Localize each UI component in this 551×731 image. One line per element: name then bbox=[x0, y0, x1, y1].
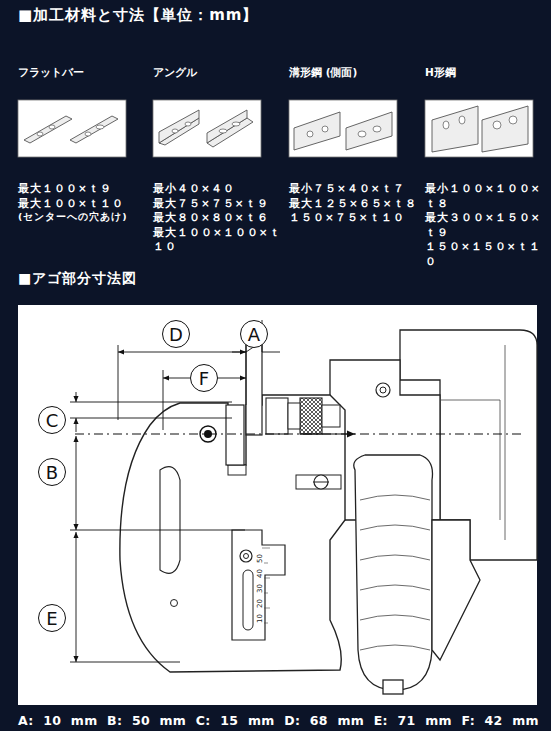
callout-letter: F bbox=[199, 368, 209, 389]
spec-text: 最小４０×４０ bbox=[153, 181, 281, 196]
spec-text: 最大１２５×６５×ｔ８ bbox=[289, 196, 417, 211]
spec-text: (センターへの穴あけ) bbox=[18, 210, 146, 225]
scale-number: 30 bbox=[256, 583, 264, 594]
dimension-callout: A bbox=[240, 320, 268, 348]
spec-text: 最大１００×ｔ１０ bbox=[18, 196, 146, 211]
spec-text: 最大１００×１００×ｔ１０ bbox=[153, 225, 281, 254]
scale-number: 40 bbox=[256, 568, 264, 579]
dimension-callout: E bbox=[38, 604, 66, 632]
spec-text: 最大８０×８０×ｔ６ bbox=[153, 210, 281, 225]
callout-letter: D bbox=[169, 324, 183, 345]
dimension-callout: D bbox=[162, 320, 190, 348]
scale-number: 10 bbox=[256, 613, 264, 624]
material-name: H形鋼 bbox=[425, 66, 456, 80]
scale-number: 50 bbox=[256, 553, 264, 564]
callout-letter: E bbox=[46, 608, 57, 629]
spec-column: 最大１００×ｔ９最大１００×ｔ１０(センターへの穴あけ) bbox=[18, 181, 146, 225]
spec-text: １５０×７５×ｔ１０ bbox=[289, 210, 417, 225]
callout-letter: B bbox=[46, 462, 58, 483]
dimension-caption: A: 10 mm B: 50 mm C: 15 mm D: 68 mm E: 7… bbox=[18, 713, 539, 728]
dimension-callout: C bbox=[38, 406, 66, 434]
spec-text: 最大３００×１５０×ｔ９ bbox=[425, 210, 547, 239]
spec-text: 最小７５×４０×ｔ７ bbox=[289, 181, 417, 196]
dimension-callout: F bbox=[190, 364, 218, 392]
callout-letter: C bbox=[46, 410, 59, 431]
spec-column: 最小４０×４０最大７５×７５×ｔ９最大８０×８０×ｔ６最大１００×１００×ｔ１０ bbox=[153, 181, 281, 254]
dimension-callout: B bbox=[38, 458, 66, 486]
page-heading: ■加工材料と寸法【単位：mm】 bbox=[18, 6, 258, 25]
spec-text: 最大７５×７５×ｔ９ bbox=[153, 196, 281, 211]
scale-number: 20 bbox=[256, 598, 264, 609]
section-heading: ■アゴ部分寸法図 bbox=[18, 270, 137, 288]
spec-text: １５０×１５０×ｔ１０ bbox=[425, 239, 547, 268]
spec-column: 最小１００×１００×ｔ８最大３００×１５０×ｔ９１５０×１５０×ｔ１０ bbox=[425, 181, 547, 268]
spec-column: 最小７５×４０×ｔ７最大１２５×６５×ｔ８１５０×７５×ｔ１０ bbox=[289, 181, 417, 225]
spec-text: 最小１００×１００×ｔ８ bbox=[425, 181, 547, 210]
spec-text: 最大１００×ｔ９ bbox=[18, 181, 146, 196]
material-name: アングル bbox=[153, 66, 197, 80]
material-name: 溝形鋼 (側面) bbox=[289, 66, 357, 80]
callout-letter: A bbox=[248, 324, 260, 345]
material-name: フラットバー bbox=[18, 66, 84, 80]
